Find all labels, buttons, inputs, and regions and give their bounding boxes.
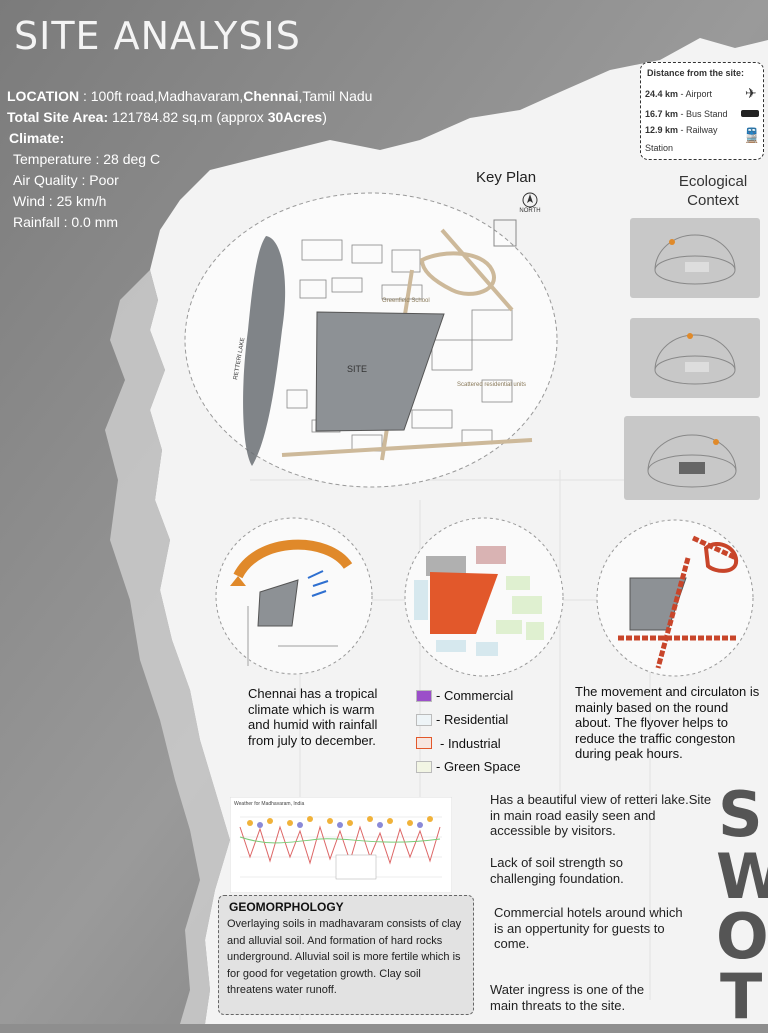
swot-letter-t: T (720, 960, 763, 1033)
climate-list: Temperature : 28 deg C Air Quality : Poo… (7, 149, 447, 233)
legend-commercial: - Commercial (436, 688, 514, 703)
legend-swatch-residential (416, 714, 432, 726)
page-title: SITE ANALYSIS (14, 14, 301, 58)
swot-letter-s: S (718, 778, 763, 851)
swot-strength: Has a beautiful view of retteri lake.Sit… (490, 792, 712, 838)
distance-railway: 12.9 km - Railway (645, 125, 718, 135)
distance-box: Distance from the site: 24.4 km - Airpor… (640, 62, 764, 160)
legend-residential: - Residential (436, 712, 509, 727)
distance-airport: 24.4 km - Airport (645, 89, 713, 99)
geomorphology-box: GEOMORPHOLOGY Overlaying soils in madhav… (218, 895, 474, 1015)
location-line: LOCATION : 100ft road,Madhavaram,Chennai… (7, 88, 373, 104)
weather-chart: Weather for Madhavaram, India (230, 797, 452, 893)
legend-swatch-green-space (416, 761, 432, 773)
weather-chart-title: Weather for Madhavaram, India (234, 801, 304, 807)
movement-circle-map (596, 519, 754, 677)
site-parcel (315, 311, 445, 432)
area-line: Total Site Area: 121784.82 sq.m (approx … (7, 109, 327, 125)
climate-rainfall: Rainfall : 0.0 mm (13, 214, 119, 230)
climate-heading: Climate: (9, 130, 65, 146)
ecological-thumbnail-1 (630, 218, 760, 298)
climate-description: Chennai has a tropical climate which is … (248, 686, 378, 748)
geomorphology-text: Overlaying soils in madhavaram consists … (227, 918, 462, 996)
geomorphology-heading: GEOMORPHOLOGY (229, 900, 344, 914)
legend-swatch-commercial (416, 690, 432, 702)
distance-heading: Distance from the site: (647, 68, 745, 78)
landuse-circle-map (404, 517, 564, 677)
movement-description: The movement and circulaton is mainly ba… (575, 684, 760, 761)
retteri-lake (243, 236, 286, 466)
site-label: SITE (347, 364, 367, 374)
legend-industrial: - Industrial (440, 736, 501, 751)
climate-wind: Wind : 25 km/h (13, 193, 107, 209)
swot-threat: Water ingress is one of the main threats… (490, 982, 645, 1013)
swot-weakness: Lack of soil strength so challenging fou… (490, 855, 624, 886)
climate-air-quality: Air Quality : Poor (13, 172, 119, 188)
key-plan-label: Key Plan (476, 169, 537, 186)
airplane-icon: ✈ (745, 85, 757, 101)
bus-icon (741, 110, 759, 117)
north-arrow-icon: NORTH (518, 192, 542, 222)
ecological-thumbnail-2 (630, 318, 760, 398)
legend-green-space: - Green Space (436, 759, 521, 774)
train-icon: 🚆 (743, 127, 761, 143)
distance-bus: 16.7 km - Bus Stand (645, 109, 728, 119)
legend-swatch-industrial (416, 737, 432, 749)
swot-letter-o: O (716, 900, 768, 973)
site-info: LOCATION : 100ft road,Madhavaram,Chennai… (7, 86, 447, 233)
swot-opportunity: Commercial hotels around which is an opp… (494, 905, 683, 951)
distance-railway-station: Station (645, 143, 674, 153)
key-plan-map: RETTERI LAKE SITE Greenfield School Scat… (184, 192, 558, 488)
ecological-thumbnail-3 (624, 416, 760, 500)
climate-temperature: Temperature : 28 deg C (13, 151, 161, 167)
school-label: Greenfield School (382, 298, 430, 304)
climate-circle-map (215, 517, 373, 675)
swot-letter-w: W (716, 840, 768, 913)
north-label: NORTH (519, 208, 541, 214)
residential-label: Scattered residential units (457, 382, 526, 388)
